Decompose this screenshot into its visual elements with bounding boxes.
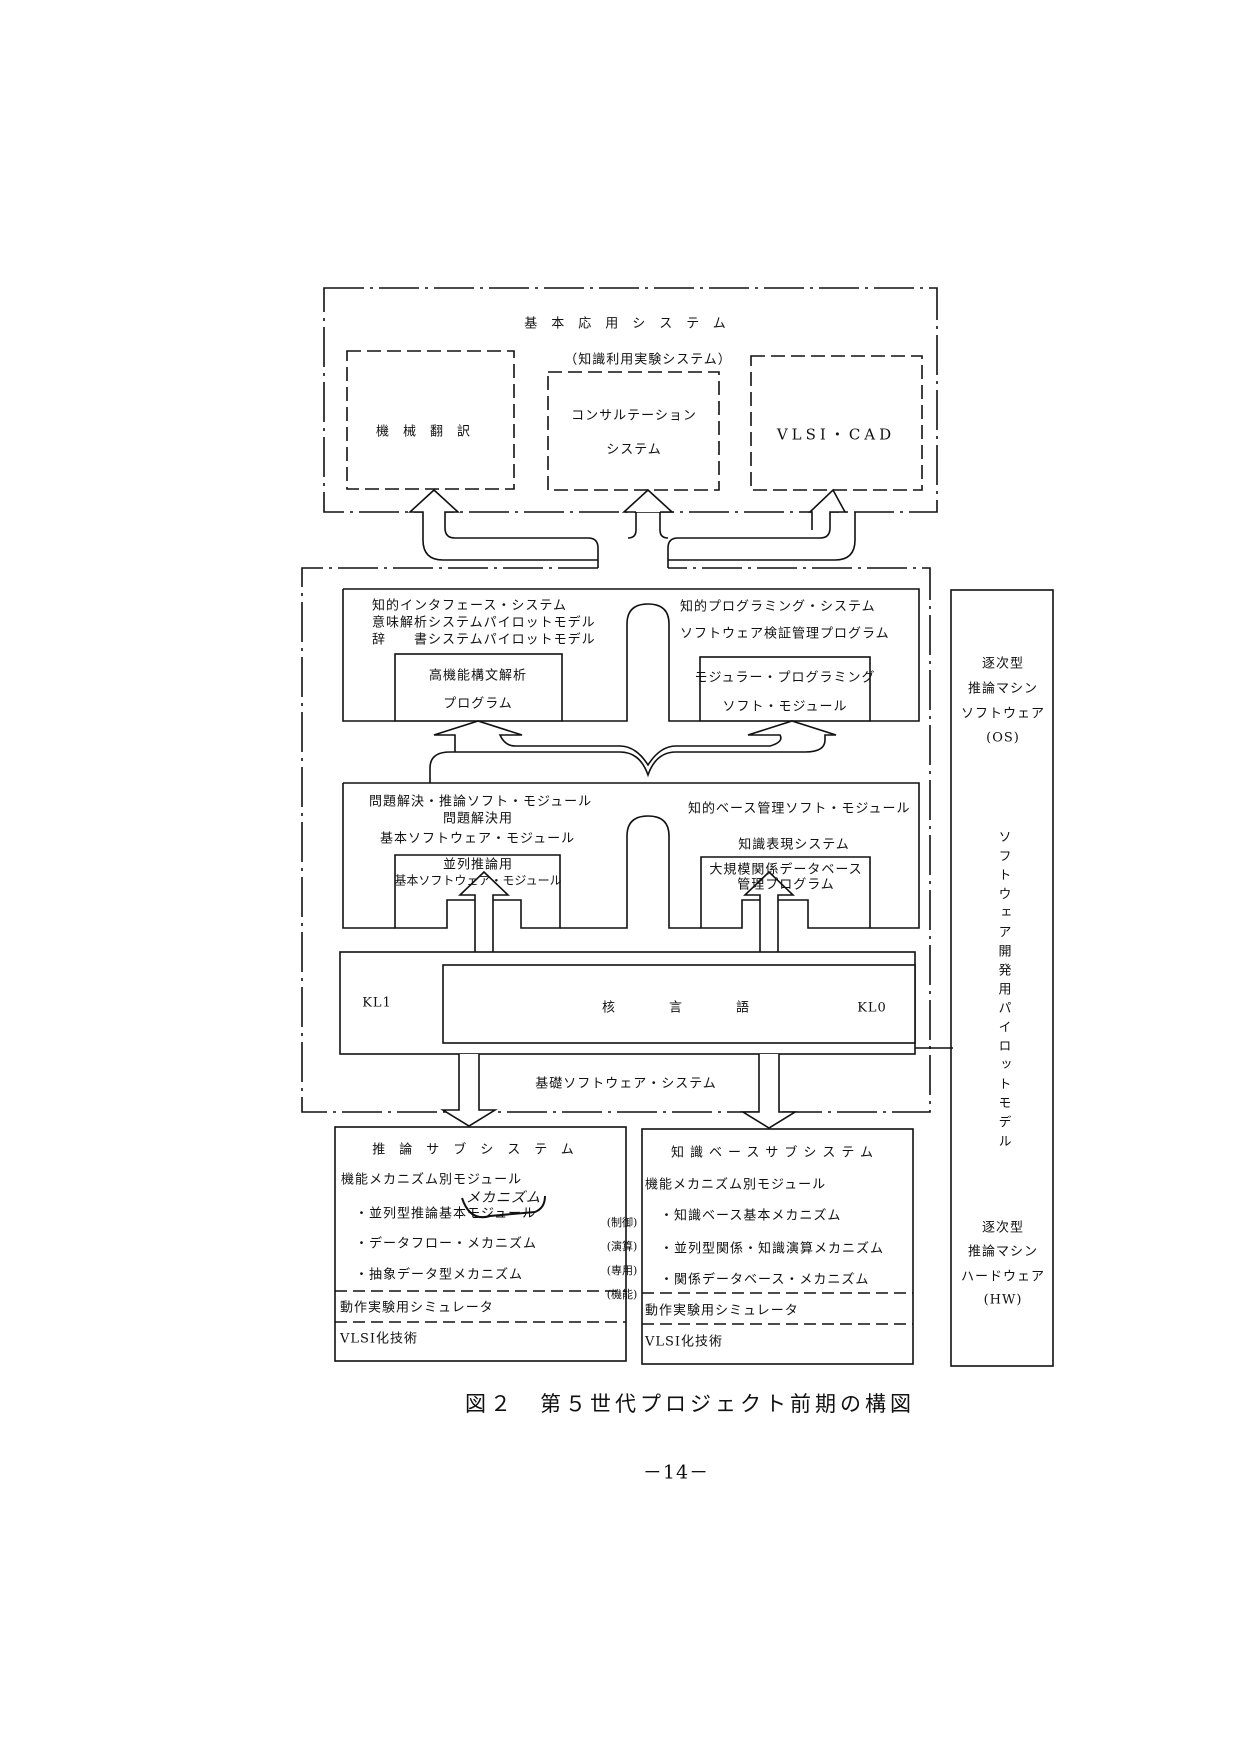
lower-left-line: 問題解決用 <box>442 811 514 827</box>
machine-translation-box <box>346 350 515 490</box>
upper-left-line: 知的インタフェース・システム <box>372 598 567 614</box>
middle-label: (演算) <box>606 1240 638 1253</box>
figure-caption: 図２ 第５世代プロジェクト前期の構図 <box>465 1392 915 1416</box>
brace-arrow <box>429 720 837 783</box>
lower-left-line: 基本ソフトウェア・モジュール <box>380 831 576 847</box>
relational-db-label: 管理プログラム <box>737 877 835 893</box>
base-software-box <box>301 567 931 1113</box>
inference-item: ・抽象データ型メカニズム <box>355 1267 524 1283</box>
lower-right-line: 知的ベース管理ソフト・モジュール <box>688 801 911 817</box>
relational-db-box <box>700 856 871 929</box>
inference-simulator: 動作実験用シミュレータ <box>340 1300 494 1316</box>
handwritten-note: メカニズム <box>466 1190 541 1206</box>
kl0-box <box>442 964 916 1044</box>
knowledge-experiment-subtitle: （知識利用実験システム） <box>564 352 732 368</box>
kl1-label: KL1 <box>362 995 392 1011</box>
page-number: －14－ <box>642 1461 710 1484</box>
hw-label: 逐次型 <box>981 1220 1025 1236</box>
basic-application-box <box>323 287 938 513</box>
inference-vlsi: VLSI化技術 <box>340 1331 419 1347</box>
kernel-language-char: 語 <box>735 1000 751 1016</box>
base-software-label: 基礎ソフトウェア・システム <box>535 1076 717 1092</box>
os-label: 推論マシン <box>967 681 1039 697</box>
dashed-separators <box>335 1290 913 1325</box>
kernel-language-char: 言 <box>668 1000 684 1016</box>
branch-arrow-top <box>407 488 856 568</box>
knowledge-item: ・並列型関係・知識演算メカニズム <box>660 1241 885 1257</box>
relational-db-label: 大規模関係データベース <box>709 862 863 878</box>
vlsi-cad-label: VLSI・CAD <box>776 425 896 444</box>
knowledge-simulator: 動作実験用シミュレータ <box>645 1303 799 1319</box>
modular-programming-box <box>699 656 871 722</box>
inference-subsystem-title: 推論サブシステム <box>372 1142 588 1158</box>
hw-label: ハードウェア <box>960 1269 1046 1285</box>
knowledge-subsystem-title: 知識ベースサブシステム <box>671 1145 879 1161</box>
modular-programming-label: モジュラー・プログラミング <box>694 670 876 686</box>
modular-programming-label: ソフト・モジュール <box>722 699 848 715</box>
parallel-inference-label: 基本ソフトウェア・モジュール <box>394 873 562 888</box>
hw-label: (HW) <box>983 1292 1023 1308</box>
middle-label: (制御) <box>606 1216 638 1229</box>
consultation-system-label: システム <box>606 442 662 458</box>
upper-right-line: ソフトウェア検証管理プログラム <box>680 626 890 642</box>
knowledge-heading: 機能メカニズム別モジュール <box>645 1177 827 1193</box>
syntax-analysis-label: プログラム <box>443 696 513 712</box>
parallel-inference-label: 並列推論用 <box>442 857 514 873</box>
knowledge-item: ・関係データベース・メカニズム <box>660 1272 870 1288</box>
os-label: ソフトウェア <box>960 706 1046 722</box>
knowledge-item: ・知識ベース基本メカニズム <box>660 1208 842 1224</box>
pilot-model-vertical-label: ソフトウェア開発用パイロットモデル <box>995 830 1011 1153</box>
middle-label: (専用) <box>606 1264 638 1277</box>
knowledge-subsystem-box <box>641 1128 914 1365</box>
lower-left-line: 問題解決・推論ソフト・モジュール <box>369 794 593 810</box>
lower-module-box <box>342 782 920 929</box>
basic-application-title: 基本応用システム <box>524 316 740 332</box>
os-label: (OS) <box>986 730 1020 746</box>
vlsi-cad-box <box>750 355 923 491</box>
upper-right-line: 知的プログラミング・システム <box>680 599 876 615</box>
kl0-label: KL0 <box>857 1000 887 1016</box>
up-arrow-left <box>458 870 510 952</box>
upper-module-box <box>342 588 920 722</box>
parallel-inference-box <box>394 854 561 929</box>
down-arrow-right <box>740 1054 798 1129</box>
upper-left-line: 意味解析システムパイロットモデル <box>372 615 596 631</box>
down-arrow-left <box>440 1054 498 1127</box>
consultation-label: コンサルテーション <box>571 408 697 424</box>
os-label: 逐次型 <box>981 656 1025 672</box>
syntax-analysis-label: 高機能構文解析 <box>428 668 528 684</box>
up-arrow-right <box>743 870 795 952</box>
upper-left-line: 辞 書システムパイロットモデル <box>372 632 596 648</box>
kernel-language-char: 核 <box>601 1000 617 1016</box>
inference-item: ・並列型推論基本モジュール <box>355 1206 537 1222</box>
hw-label: 推論マシン <box>967 1244 1039 1260</box>
inference-item: ・データフロー・メカニズム <box>355 1236 538 1252</box>
lower-right-line: 知識表現システム <box>738 837 850 853</box>
machine-translation-label: 機械翻訳 <box>375 424 485 440</box>
inference-heading: 機能メカニズム別モジュール <box>341 1172 523 1188</box>
middle-label: (機能) <box>606 1288 638 1301</box>
side-sequential-machine-box <box>950 589 1054 1367</box>
consultation-box <box>547 371 720 491</box>
knowledge-vlsi: VLSI化技術 <box>645 1334 724 1350</box>
handwritten-correction <box>461 1195 546 1219</box>
